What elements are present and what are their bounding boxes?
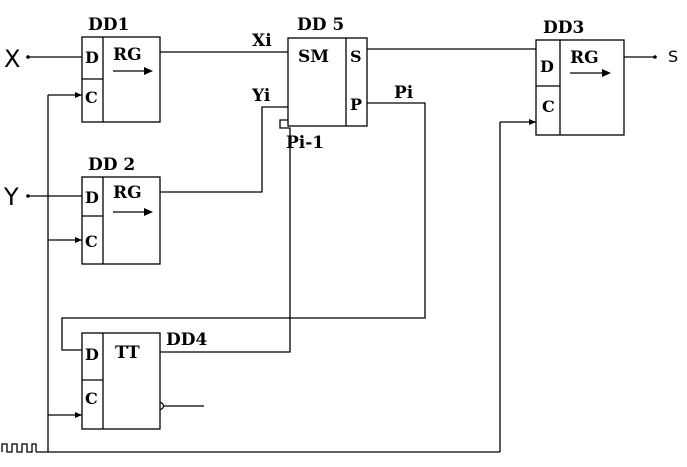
dd3-body: [535, 39, 625, 136]
dd4-label: DD4: [166, 330, 207, 350]
dd1-c-arrow-icon: [75, 92, 82, 98]
dd3-shift-arrow-icon: [602, 69, 611, 77]
dd4-body: [81, 332, 161, 430]
dd1-pin-d: D: [85, 48, 99, 67]
input-x-label: X: [4, 45, 20, 73]
dd4-c-arrow-icon: [75, 412, 82, 418]
block-dd3: D C RG DD3: [535, 18, 625, 136]
block-dd5: SM S P DD 5: [287, 15, 368, 127]
block-dd4: D C TT DD4: [81, 330, 207, 430]
dd4-type: TT: [115, 343, 140, 363]
dd2-shift-arrow-icon: [144, 208, 153, 216]
block-dd2: D C RG DD 2: [81, 155, 161, 265]
dd3-pin-c: C: [542, 97, 555, 116]
signal-labels: X Y S Xi Yi Pi Pi-1: [3, 31, 678, 211]
dd2-label: DD 2: [88, 155, 135, 175]
signal-pi-label: Pi: [394, 83, 414, 103]
output-s-label: S: [668, 47, 678, 66]
dd3-c-arrow-icon: [529, 119, 536, 125]
dd2-type: RG: [113, 183, 142, 203]
dd4-pin-d: D: [85, 345, 99, 364]
wire-dd2-to-dd5-yi: [160, 106, 288, 193]
dd3-type: RG: [570, 48, 599, 68]
dd2-pin-c: C: [85, 232, 98, 251]
dd5-label: DD 5: [297, 15, 344, 35]
signal-xi-label: Xi: [252, 31, 272, 51]
y-input-dot: [26, 194, 30, 198]
block-dd1: D C RG DD1: [81, 15, 161, 123]
dd1-shift-arrow-icon: [144, 67, 153, 75]
dd1-label: DD1: [88, 15, 129, 35]
s-output-dot: [653, 55, 657, 59]
x-input-dot: [26, 55, 30, 59]
dd3-pin-d: D: [540, 57, 554, 76]
dd5-body: [287, 37, 368, 127]
dd2-c-arrow-icon: [75, 237, 82, 243]
dd1-pin-c: C: [85, 88, 98, 107]
dd2-pin-d: D: [85, 188, 99, 207]
dd1-type: RG: [113, 45, 142, 65]
signal-pi-prev-label: Pi-1: [286, 133, 324, 153]
clock-pulse-icon: [1, 443, 37, 453]
wire-dd5-p-to-dd4-d: [61, 102, 426, 351]
dd5-type: SM: [298, 47, 329, 67]
wire-dd4-to-dd5-pi-prev: [160, 119, 291, 353]
signal-yi-label: Yi: [251, 86, 271, 106]
dd4-pin-c: C: [85, 389, 98, 408]
dd5-pin-s: S: [350, 47, 362, 66]
dd3-label: DD3: [543, 18, 584, 38]
clock-arrows: [75, 92, 536, 418]
dd5-pin-p: P: [350, 95, 362, 114]
input-y-label: Y: [3, 183, 19, 211]
dd2-body: [81, 176, 161, 265]
